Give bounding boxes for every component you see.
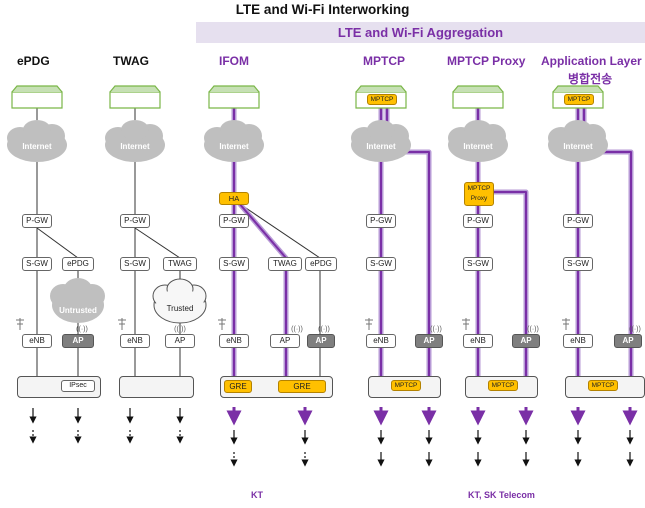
column-header-application-layer: Application Layer — [541, 54, 642, 68]
antenna-icon-6 — [562, 318, 570, 330]
antenna-icon-5 — [462, 318, 470, 330]
wifi-signal-icon: ((·)) — [629, 326, 641, 333]
server-icon-twag — [109, 85, 161, 109]
twag-node: TWAG — [163, 257, 197, 271]
ha-node: HA — [219, 192, 249, 205]
internet-clouds — [7, 120, 608, 323]
untrusted-cloud-icon — [50, 278, 105, 323]
pgw-node: P-GW — [366, 214, 396, 228]
sgw-node: S-GW — [219, 257, 249, 271]
server-icon-epdg — [11, 85, 63, 109]
trusted-cloud-fill — [152, 278, 207, 321]
sgw-node: S-GW — [463, 257, 493, 271]
wifi-signal-icon: ((·)) — [174, 326, 186, 333]
wifi-signal-icon: ((·)) — [527, 326, 539, 333]
pgw-node: P-GW — [120, 214, 150, 228]
ap-node: AP — [270, 334, 300, 348]
cloud-icon-epdg — [7, 120, 67, 162]
antenna-icons — [16, 318, 570, 330]
enb-node: eNB — [366, 334, 396, 348]
wifi-signal-icon: ((·)) — [430, 326, 442, 333]
footer-ifom-operators: KT — [251, 490, 263, 500]
antenna-icon-3 — [218, 318, 226, 330]
mptcp-client-tag: MPTCP — [391, 380, 421, 391]
internet-label-ifom: Internet — [219, 142, 249, 151]
wifi-signal-icons: ((·)) ((·)) ((·)) ((·)) ((·)) ((·)) ((·)… — [76, 326, 641, 333]
cloud-icon-ifom — [204, 120, 264, 162]
downlink-arrows-black — [29, 408, 634, 467]
twag-node: TWAG — [268, 257, 302, 271]
antenna-icon-1 — [16, 318, 24, 330]
gre-tunnel-label: GRE — [278, 380, 326, 393]
pgw-node: P-GW — [219, 214, 249, 228]
sgw-node: S-GW — [366, 257, 396, 271]
enb-node: eNB — [120, 334, 150, 348]
diagram-title: LTE and Wi-Fi Interworking — [235, 2, 410, 17]
wifi-signal-icon: ((·)) — [291, 326, 303, 333]
ap-node: AP — [512, 334, 540, 348]
ap-node: AP — [62, 334, 94, 348]
enb-node: eNB — [22, 334, 52, 348]
enb-node: eNB — [219, 334, 249, 348]
untrusted-label: Untrusted — [59, 306, 97, 315]
antenna-icon-4 — [365, 318, 373, 330]
ap-node-untrusted: AP — [307, 334, 335, 348]
ap-node: AP — [415, 334, 443, 348]
internet-label-epdg: Internet — [22, 142, 52, 151]
internet-label-app-layer: Internet — [563, 142, 593, 151]
wifi-signal-icon: ((·)) — [318, 326, 330, 333]
enb-node: eNB — [463, 334, 493, 348]
server-icon-ifom — [208, 85, 260, 109]
mptcp-server-tag: MPTCP — [564, 94, 594, 105]
mptcp-client-tag: MPTCP — [488, 380, 518, 391]
aggregation-title: LTE and Wi-Fi Aggregation — [337, 25, 504, 40]
cloud-icon-twag — [105, 120, 165, 162]
ap-node: AP — [614, 334, 642, 348]
gre-tunnel-label: GRE — [224, 380, 252, 393]
server-icon-mptcp-proxy — [452, 85, 504, 109]
cloud-icon-mptcp-proxy — [448, 120, 508, 162]
antenna-icon-2 — [118, 318, 126, 330]
trusted-label: Trusted — [167, 304, 194, 313]
column-header-mptcp: MPTCP — [363, 54, 405, 68]
downlink-arrows-purple — [226, 407, 638, 426]
internet-label-mptcp: Internet — [366, 142, 396, 151]
column-header-twag: TWAG — [113, 54, 149, 68]
server-icons — [11, 85, 604, 109]
sgw-node: S-GW — [120, 257, 150, 271]
mptcp-proxy-node: MPTCP Proxy — [464, 182, 494, 206]
pgw-node: P-GW — [563, 214, 593, 228]
internet-label-mptcp-proxy: Internet — [463, 142, 493, 151]
epdg-node: ePDG — [62, 257, 94, 271]
sgw-node: S-GW — [563, 257, 593, 271]
cloud-icon-app-layer — [548, 120, 608, 162]
epdg-node: ePDG — [305, 257, 337, 271]
column-header-ifom: IFOM — [219, 54, 249, 68]
footer-mptcp-operators: KT, SK Telecom — [468, 490, 535, 500]
device-box-twag — [119, 376, 194, 398]
pgw-node: P-GW — [463, 214, 493, 228]
cloud-icon-mptcp — [351, 120, 411, 162]
column-header-epdg: ePDG — [17, 54, 50, 68]
mptcp-client-tag: MPTCP — [588, 380, 618, 391]
internet-label-twag: Internet — [120, 142, 150, 151]
aggregation-band — [196, 22, 645, 43]
column-header-mptcp-proxy: MPTCP Proxy — [447, 54, 526, 68]
column-subtitle-korean: 병합전송 — [568, 72, 613, 86]
sgw-node: S-GW — [22, 257, 52, 271]
ipsec-label: IPsec — [61, 380, 95, 392]
enb-node: eNB — [563, 334, 593, 348]
ap-node: AP — [165, 334, 195, 348]
mptcp-server-tag: MPTCP — [367, 94, 397, 105]
wifi-signal-icon: ((·)) — [76, 326, 88, 333]
pgw-node: P-GW — [22, 214, 52, 228]
